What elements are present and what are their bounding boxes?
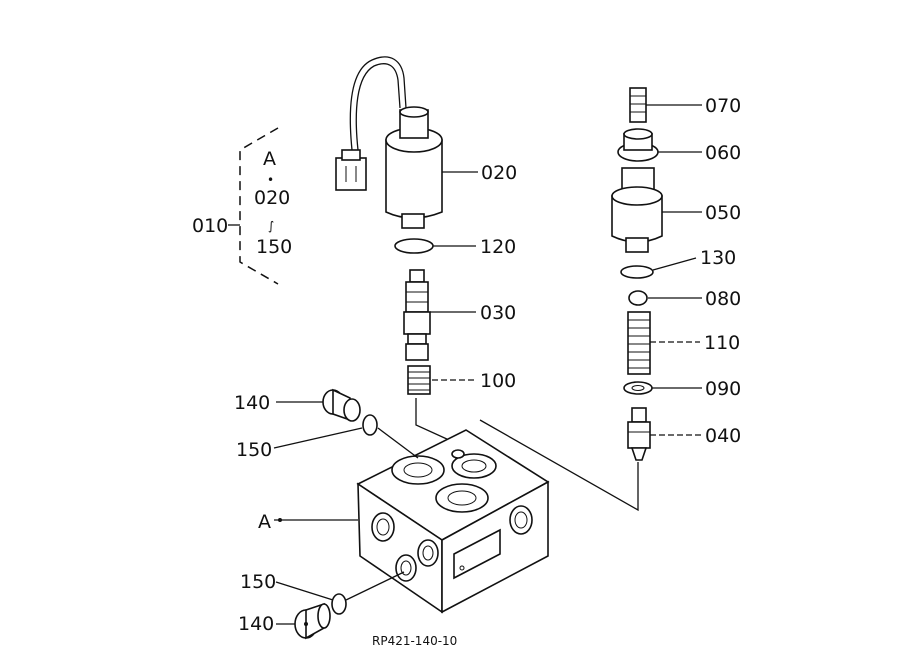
washer-090 <box>623 381 653 395</box>
callout-150-bottom: 150 <box>240 571 276 593</box>
plug-140-top <box>322 388 361 422</box>
lock-nut-060 <box>617 128 659 162</box>
valve-block <box>356 429 550 614</box>
o-ring-150-bottom <box>331 593 347 615</box>
callout-150-top: 150 <box>236 439 272 461</box>
callout-140-bottom: 140 <box>238 613 274 635</box>
callout-080: 080 <box>705 288 741 310</box>
callout-110: 110 <box>704 332 740 354</box>
solenoid-coil <box>335 56 443 229</box>
drawing-code: RP421-140-10 <box>372 634 457 648</box>
spring-100 <box>407 365 431 395</box>
callout-060: 060 <box>705 142 741 164</box>
spool-030 <box>403 269 431 361</box>
callout-070: 070 <box>705 95 741 117</box>
group-bracket: 010 A • 020 ∫ 150 <box>192 127 292 285</box>
group-range-tilde: ∫ <box>268 219 274 233</box>
callout-100: 100 <box>480 370 516 392</box>
spring-110 <box>627 311 651 375</box>
o-ring-130 <box>620 265 654 279</box>
callout-030: 030 <box>480 302 516 324</box>
group-range-to: 150 <box>256 236 292 258</box>
plug-140-bottom <box>294 602 331 640</box>
poppet-040 <box>627 407 651 461</box>
group-ref-label: 010 <box>192 215 228 237</box>
callout-A: A <box>258 511 271 533</box>
relief-body-050 <box>611 167 663 253</box>
callout-020: 020 <box>481 162 517 184</box>
group-range-dot: • <box>267 173 274 187</box>
callout-090: 090 <box>705 378 741 400</box>
o-ring-120 <box>394 238 434 254</box>
callout-120: 120 <box>480 236 516 258</box>
callout-130: 130 <box>700 247 736 269</box>
callout-040: 040 <box>705 425 741 447</box>
callout-140-top: 140 <box>234 392 270 414</box>
adjust-screw-070 <box>629 87 647 123</box>
o-ring-150-top <box>362 414 378 436</box>
ball-080 <box>628 290 648 306</box>
group-range-from: 020 <box>254 187 290 209</box>
callout-050: 050 <box>705 202 741 224</box>
group-range-top: A <box>263 148 276 170</box>
